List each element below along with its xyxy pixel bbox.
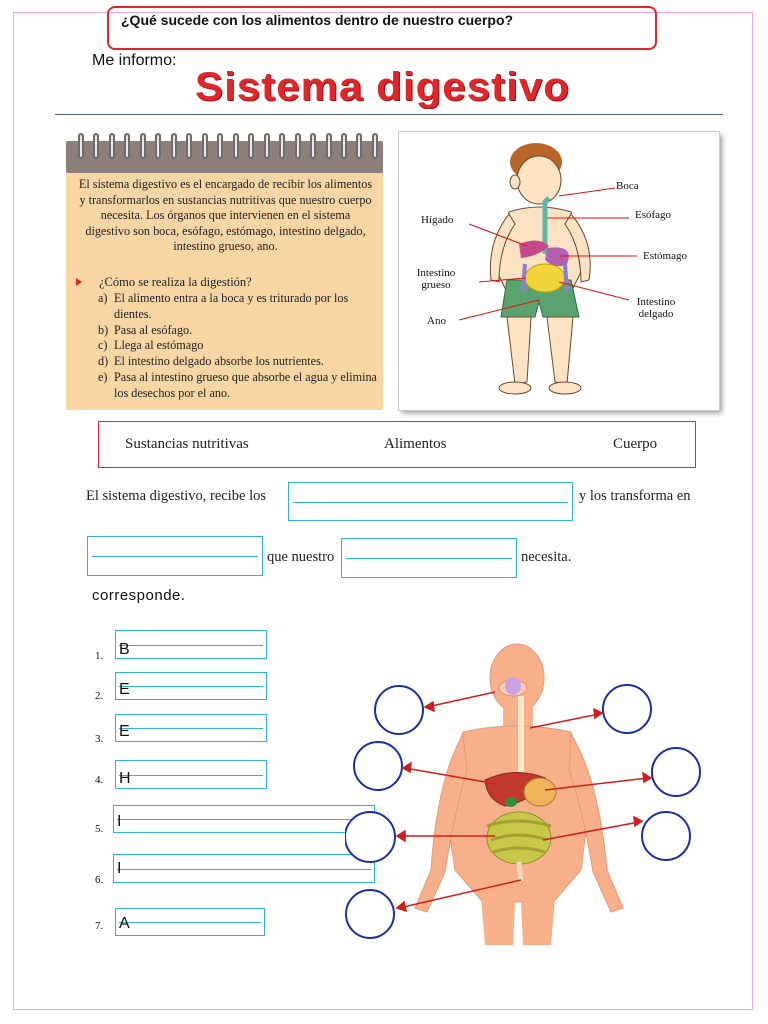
page-title: Sistema digestivo (195, 65, 570, 109)
me-informo-label: Me informo: (92, 52, 177, 69)
answer-number: 5. (95, 823, 104, 835)
sentence-part-2: y los transforma en (579, 488, 691, 504)
answer-number: 4. (95, 774, 104, 786)
word-bank-item: Sustancias nutritivas (125, 436, 249, 452)
sentence-part-1: El sistema digestivo, recibe los (86, 488, 267, 504)
label-intestino-grueso: Intestino grueso (416, 267, 456, 291)
list-item: a)El alimento entra a la boca y es tritu… (98, 291, 349, 321)
adult-digestive-diagram (345, 643, 701, 945)
sentence-part-3: que nuestro (267, 549, 335, 565)
label-boca: Boca (616, 180, 639, 192)
answer-number: 3. (95, 733, 104, 745)
label-intestino-delgado: Intestino delgado (636, 296, 676, 320)
answer-field-2[interactable]: E (115, 672, 267, 700)
answer-number: 1. (95, 650, 104, 662)
blank-circle-3[interactable] (353, 741, 403, 791)
list-item: c)Llega al estómago (98, 338, 204, 353)
label-estomago: Estómago (643, 250, 687, 262)
blank-circle-7[interactable] (345, 889, 395, 939)
divider (55, 114, 723, 115)
notebook-page: El sistema digestivo es el encargado de … (66, 173, 383, 410)
child-figure (458, 143, 637, 395)
answer-field-1[interactable]: B (115, 630, 267, 659)
blank-circle-1[interactable] (374, 685, 424, 735)
answer-number: 2. (95, 690, 104, 702)
notebook-panel: El sistema digestivo es el encargado de … (66, 133, 383, 410)
blank-field-2[interactable] (87, 536, 263, 576)
notebook-steps: a)El alimento entra a la boca y es tritu… (98, 291, 383, 402)
notebook-rings (78, 133, 378, 161)
list-item: d)El intestino delgado absorbe los nutri… (98, 354, 324, 369)
word-bank-item: Alimentos (384, 436, 447, 452)
answer-number: 7. (95, 920, 104, 932)
list-item: b)Pasa al esófago. (98, 322, 193, 337)
answer-field-4[interactable]: H (115, 760, 267, 789)
blank-circle-4[interactable] (651, 747, 701, 797)
answer-field-7[interactable]: A (115, 908, 265, 936)
answer-field-5[interactable]: I (113, 805, 375, 833)
organs (484, 677, 557, 883)
pointer-arrows (395, 691, 653, 913)
answer-field-3[interactable]: E (115, 714, 267, 742)
page-border (13, 12, 753, 1010)
list-item: e)Pasa al intestino grueso que absorbe e… (98, 369, 377, 400)
label-higado: Hígado (421, 214, 454, 226)
blank-circle-2[interactable] (602, 684, 652, 734)
question-text: ¿Qué sucede con los alimentos dentro de … (121, 12, 514, 28)
blank-circle-5[interactable] (345, 811, 396, 863)
label-ano: Ano (427, 315, 446, 327)
question-box: ¿Qué sucede con los alimentos dentro de … (107, 6, 657, 50)
blank-field-3[interactable] (341, 538, 517, 578)
answer-field-6[interactable]: I (113, 854, 375, 883)
notebook-intro: El sistema digestivo es el encargado de … (78, 177, 373, 253)
blank-circle-6[interactable] (641, 811, 691, 861)
word-bank: Sustancias nutritivas Alimentos Cuerpo (98, 421, 696, 468)
notebook-question: ¿Cómo se realiza la digestión? (99, 275, 252, 289)
instruction-text: corresponde. (92, 587, 186, 604)
answer-number: 6. (95, 874, 104, 886)
child-digestive-illustration: Boca Esófago Hígado Estómago Intestino g… (399, 132, 719, 410)
label-esofago: Esófago (635, 209, 672, 221)
word-bank-item: Cuerpo (613, 436, 658, 452)
blank-field-1[interactable] (288, 482, 573, 521)
sentence-part-4: necesita. (521, 549, 572, 565)
bullet-icon (76, 278, 82, 286)
